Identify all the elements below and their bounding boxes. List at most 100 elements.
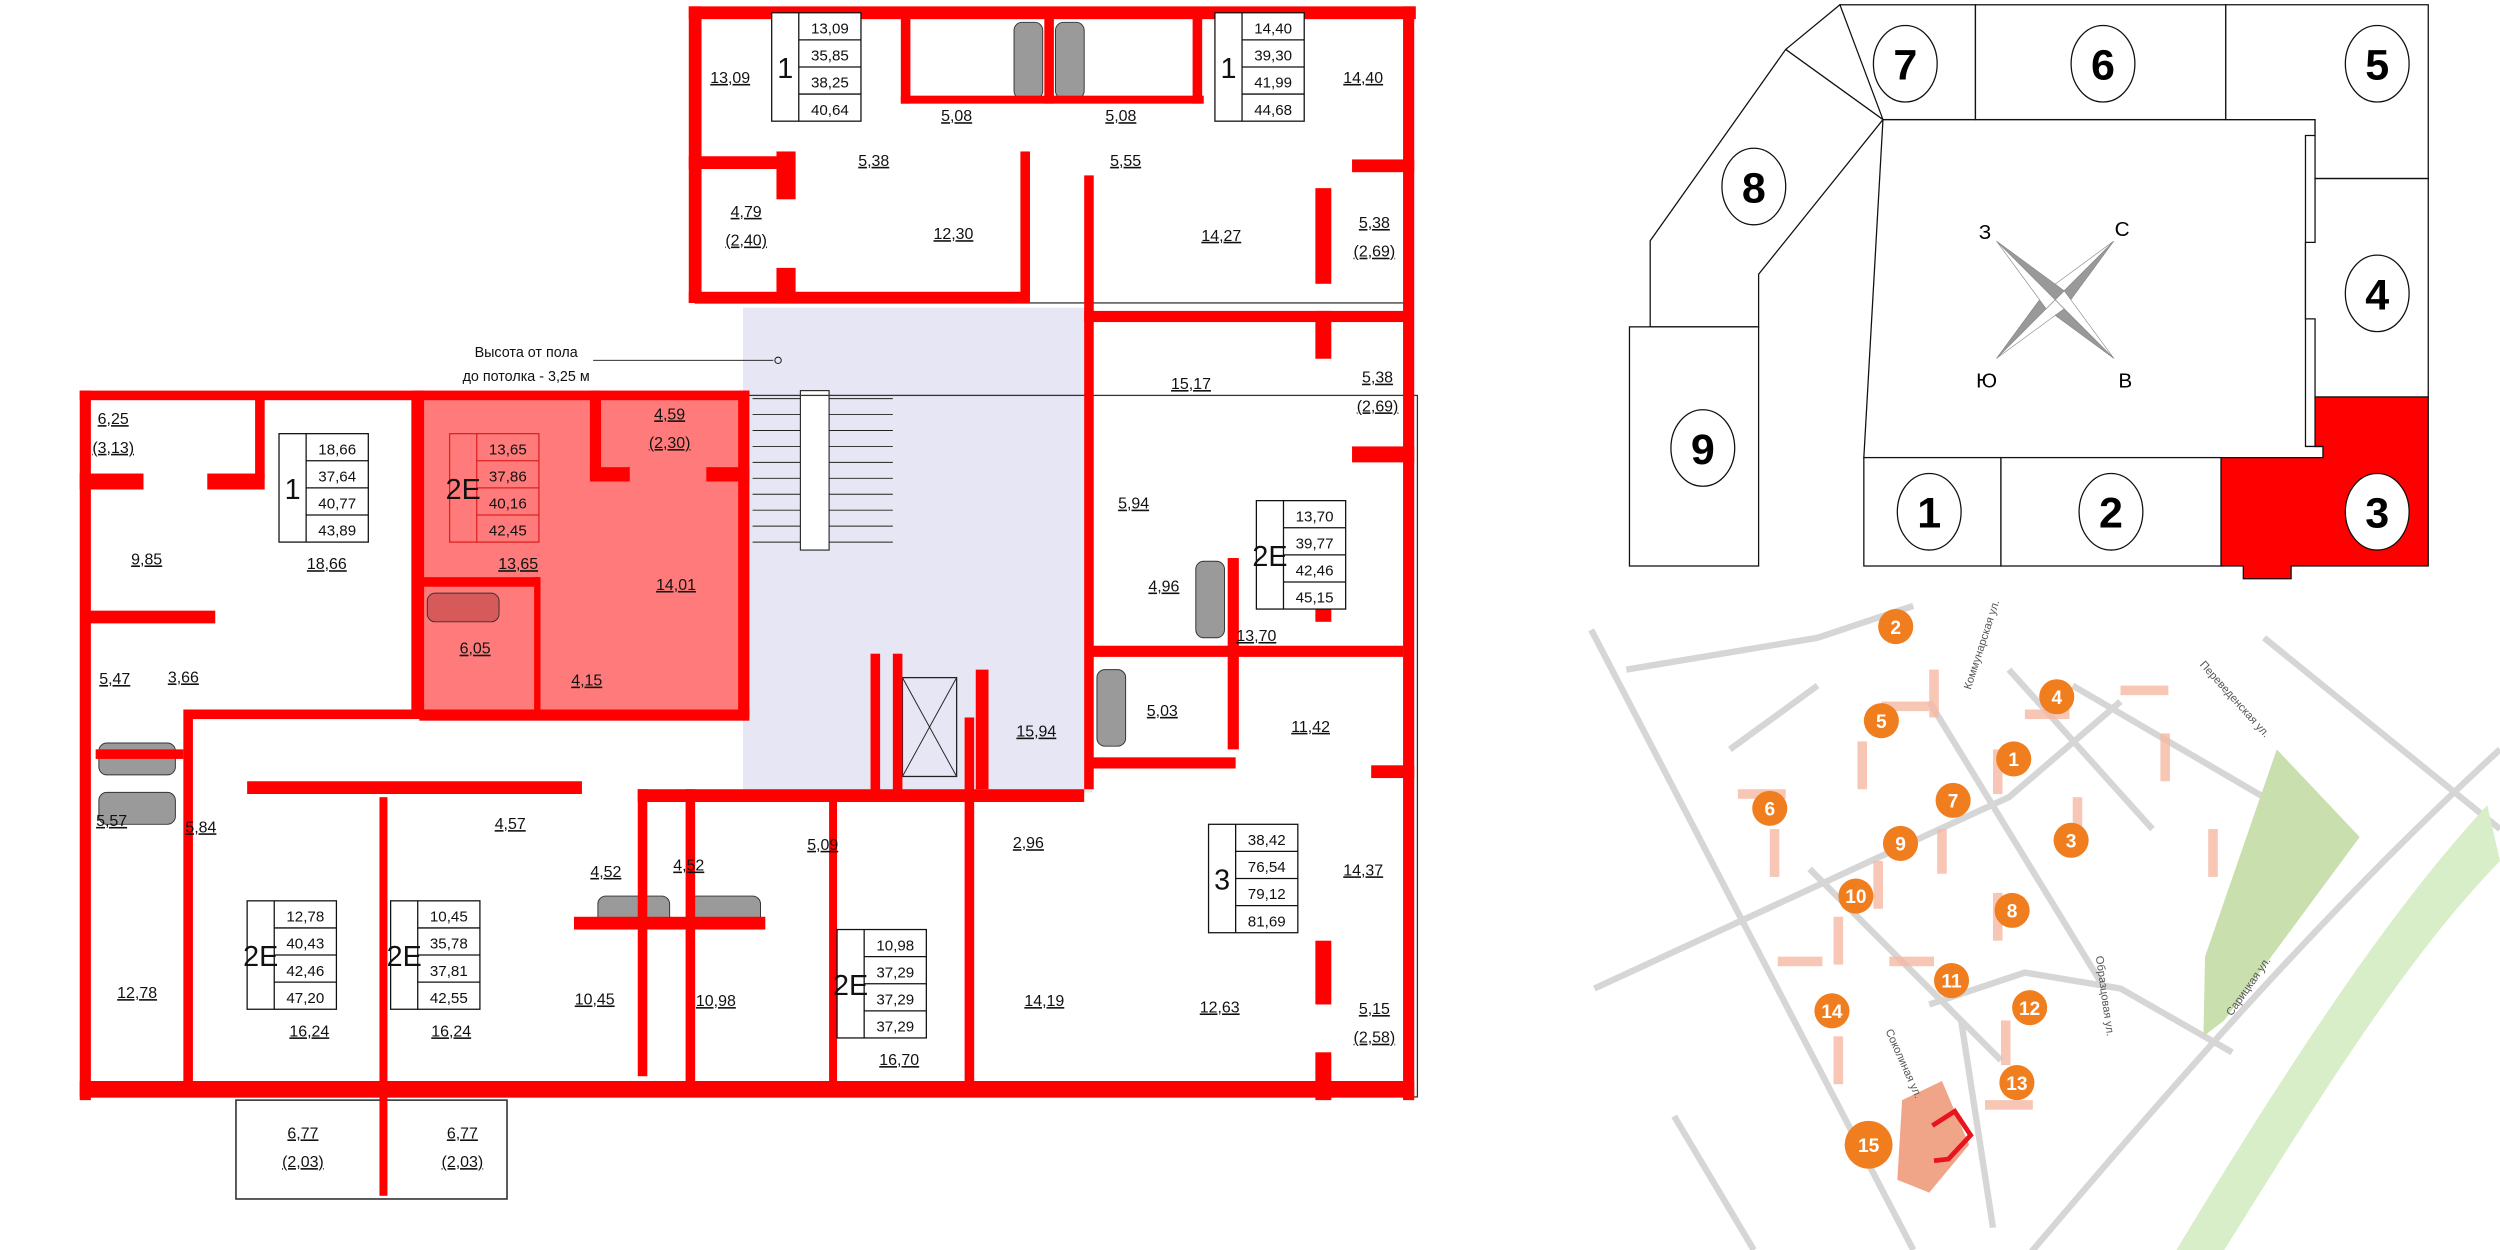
apartment-area-value: 37,64 [318, 469, 356, 486]
room-area-label: 5,94 [1118, 496, 1149, 513]
wall [573, 916, 766, 930]
wall [829, 797, 838, 1085]
wall [1092, 757, 1236, 769]
wall [964, 717, 975, 1085]
building-marker-6[interactable]: 6 [1752, 790, 1788, 826]
section-label-3[interactable]: 3 [2344, 472, 2410, 551]
room-area-label: 15,17 [1171, 376, 1211, 393]
section-label-8[interactable]: 8 [1721, 147, 1787, 226]
apartment-area-value: 37,29 [876, 991, 914, 1008]
section-label-9[interactable]: 9 [1670, 409, 1736, 487]
section-number: 9 [1691, 426, 1715, 474]
apartment-area-value: 40,64 [811, 102, 849, 119]
building-number: 5 [1876, 712, 1887, 733]
road [1957, 1019, 1997, 1229]
wall [688, 156, 793, 170]
section-label-4[interactable]: 4 [2344, 254, 2410, 333]
building-marker-1[interactable]: 1 [1996, 741, 2032, 777]
road [2006, 667, 2155, 832]
apartment-area-value: 10,98 [876, 937, 914, 954]
wall [870, 653, 881, 798]
section-label-5[interactable]: 5 [2344, 24, 2410, 103]
wall [79, 390, 91, 1101]
ceiling-note: Высота от пола до потолка - 3,25 м [463, 345, 782, 385]
apartment-area-value: 37,29 [876, 964, 914, 981]
apartment-type: 2Е [446, 474, 481, 506]
wall [1352, 446, 1415, 463]
room-area-label: 12,63 [1200, 999, 1240, 1016]
building-marker-9[interactable]: 9 [1882, 825, 1919, 861]
room-area-label: 5,08 [941, 108, 972, 125]
room-area-label: 16,24 [431, 1023, 471, 1040]
room-area-label: 15,94 [1016, 724, 1056, 741]
section-label-1[interactable]: 1 [1896, 472, 1962, 551]
apartment-area-value: 79,12 [1248, 886, 1286, 903]
current-building-marker[interactable] [1931, 1108, 1974, 1164]
road [1625, 602, 1915, 673]
building-marker-14[interactable]: 14 [1814, 993, 1850, 1029]
park [2203, 749, 2360, 1037]
building-marker-15[interactable]: 15 [1844, 1120, 1893, 1169]
building-marker-3[interactable]: 3 [2053, 822, 2089, 858]
wall [1092, 645, 1404, 657]
building-number: 6 [1764, 800, 1775, 821]
apartment-area-value: 40,16 [489, 496, 527, 513]
wall [1020, 151, 1030, 303]
room-area-label: 3,66 [168, 669, 199, 686]
room-area-label: 5,84 [185, 819, 216, 836]
room-area-label: 13,65 [498, 556, 538, 573]
building-marker-8[interactable]: 8 [1994, 892, 2030, 928]
room-area-label: 12,30 [933, 226, 973, 243]
apartment-area-value: 13,09 [811, 20, 849, 37]
wall [900, 7, 911, 104]
compass-west-label: З [1979, 221, 1992, 244]
building-number: 11 [1941, 972, 1962, 993]
apartment-area-value: 35,85 [811, 48, 849, 65]
building-marker-11[interactable]: 11 [1933, 963, 1970, 999]
apartment-type: 1 [1220, 53, 1236, 85]
room-area-label: 6,05 [460, 641, 491, 658]
wall [706, 467, 750, 482]
room-area-label: 6,77 [287, 1125, 318, 1142]
building-marker-2[interactable]: 2 [1878, 609, 1914, 645]
building-number: 9 [1895, 835, 1906, 856]
apartment-area-value: 42,45 [489, 523, 527, 540]
apartment-area-value: 42,46 [1296, 563, 1334, 580]
room-area-label: 5,38 [858, 153, 889, 170]
room-area-label: 14,37 [1343, 862, 1383, 879]
building-number: 8 [2007, 902, 2018, 923]
building-marker-4[interactable]: 4 [2039, 679, 2075, 715]
apartment-area-value: 38,42 [1248, 832, 1286, 849]
section-label-2[interactable]: 2 [2078, 472, 2144, 551]
apartment-type: 2Е [387, 941, 422, 973]
room-area-reduced-label: (2,40) [725, 233, 767, 250]
section-number: 4 [2365, 271, 2389, 319]
wall [1227, 558, 1239, 750]
wall [685, 789, 696, 1085]
section-label-7[interactable]: 7 [1872, 24, 1938, 103]
building-marker-10[interactable]: 10 [1838, 878, 1874, 914]
building-marker-13[interactable]: 13 [1999, 1065, 2035, 1101]
building-marker-5[interactable]: 5 [1863, 703, 1899, 739]
apartment-area-value: 12,78 [286, 909, 324, 926]
building-marker-7[interactable]: 7 [1935, 782, 1971, 818]
wall [87, 610, 216, 624]
section-number: 3 [2365, 490, 2389, 538]
section-9[interactable] [1628, 326, 1760, 567]
building-footprint [1992, 749, 2003, 795]
building-marker-12[interactable]: 12 [2012, 990, 2048, 1026]
section-label-6[interactable]: 6 [2070, 24, 2136, 103]
wall [1084, 175, 1094, 790]
room-area-label: 13,09 [710, 70, 750, 87]
